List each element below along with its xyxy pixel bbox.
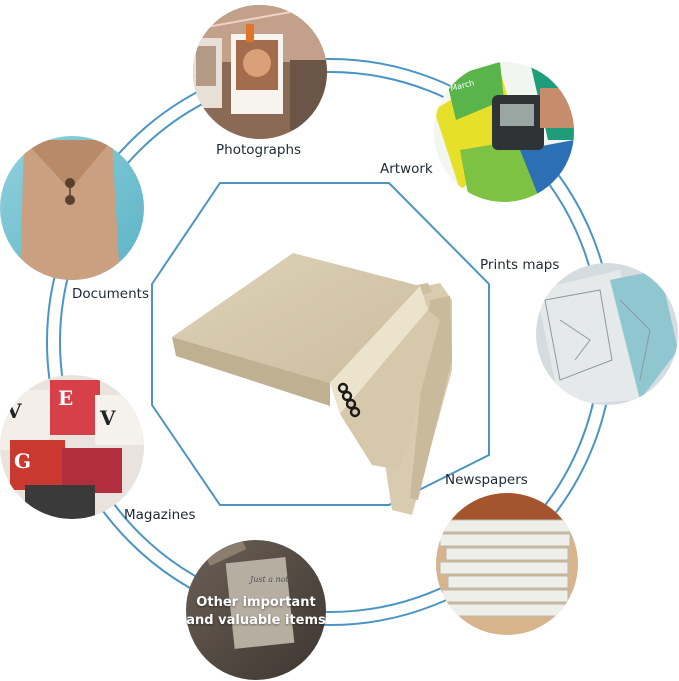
label-prints-maps: Prints maps xyxy=(480,257,560,273)
maps-thumbnail-icon xyxy=(536,263,678,405)
label-other-items: Other important and valuable items xyxy=(186,594,326,630)
svg-text:V: V xyxy=(99,406,116,430)
artwork-thumbnail-icon xyxy=(434,62,574,202)
magazines-thumbnail-icon: V E V G xyxy=(0,375,144,519)
label-photographs: Photographs xyxy=(216,142,302,158)
svg-text:G: G xyxy=(14,449,31,473)
newspapers-thumbnail-icon xyxy=(436,493,578,635)
label-newspapers: Newspapers xyxy=(445,472,528,488)
svg-text:E: E xyxy=(58,386,73,410)
label-magazines: Magazines xyxy=(124,507,196,523)
photographs-thumbnail-icon xyxy=(193,5,327,139)
svg-text:V: V xyxy=(5,399,22,423)
label-other-line2: and valuable items xyxy=(186,613,326,628)
label-other-line1: Other important xyxy=(196,595,316,610)
label-documents: Documents xyxy=(72,286,149,302)
documents-thumbnail-icon xyxy=(0,136,144,280)
label-artwork: Artwork xyxy=(380,161,433,177)
card-script-text: Just a note xyxy=(248,575,294,584)
other-items-thumbnail-icon xyxy=(186,540,326,680)
archival-box-icon xyxy=(172,253,452,515)
